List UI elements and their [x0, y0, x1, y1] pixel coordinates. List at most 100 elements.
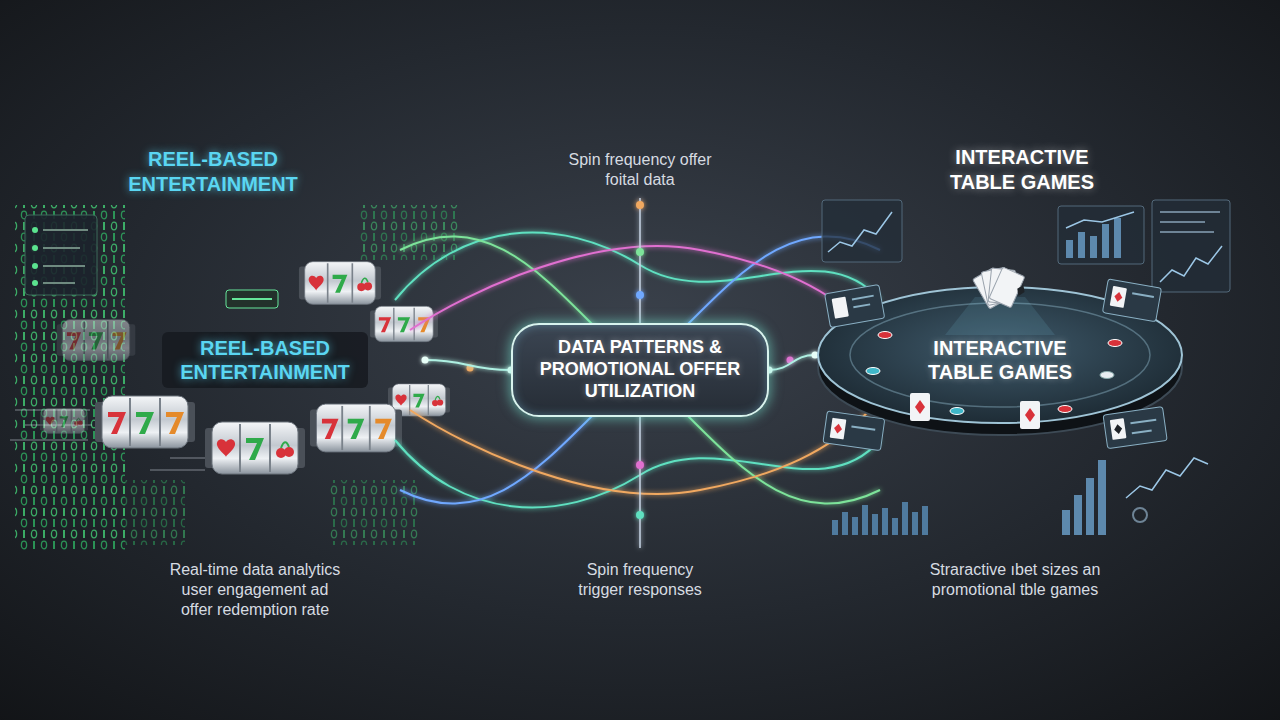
table-shape [833, 423, 842, 434]
chart-panel [1102, 224, 1109, 258]
table-shape [852, 296, 874, 300]
table-shape [866, 368, 880, 375]
table-shape [1110, 286, 1127, 308]
ui-panel [43, 282, 75, 284]
bar-chart [902, 502, 908, 535]
binary-stream [15, 205, 460, 550]
motion-streak [150, 469, 205, 471]
signal-line [636, 291, 644, 299]
table-shape [1113, 424, 1122, 435]
signal-line [636, 201, 644, 209]
table-shape [851, 426, 875, 429]
chart-panel [1160, 246, 1222, 282]
bar-chart [1074, 495, 1082, 535]
signal-line [636, 461, 644, 469]
table-shape [1103, 407, 1167, 449]
chart-panel [1078, 232, 1085, 258]
table-shape [825, 285, 885, 328]
table-shape [915, 400, 925, 414]
chart-panel [1160, 231, 1214, 233]
ui-panel [32, 263, 38, 269]
ui-panel [32, 280, 38, 286]
table-shape [910, 393, 930, 421]
chart-panel [1066, 212, 1134, 228]
node-text: DATA PATTERNS & PROMOTIONAL OFFER UTILIZ… [529, 337, 751, 403]
bar-chart [1126, 458, 1208, 498]
bar-chart [832, 458, 1208, 535]
chart-panel [1066, 240, 1073, 258]
bar-chart [912, 512, 918, 535]
ui-panel [25, 215, 97, 295]
bar-chart [842, 512, 848, 535]
table-shape [1020, 401, 1040, 429]
slot-reel [299, 262, 381, 305]
table-shape [1103, 407, 1167, 449]
binary-stream [15, 205, 125, 550]
caption: Spin frequency trigger responses [565, 560, 715, 600]
ui-panel [43, 265, 85, 267]
table-shape [815, 275, 1185, 445]
table-shape [823, 411, 885, 451]
ui-panel [32, 227, 38, 233]
table-shape [832, 297, 849, 319]
bar-chart [1086, 478, 1094, 535]
section-heading: REEL-BASED ENTERTAINMENT [103, 147, 323, 197]
chart-panel [1090, 236, 1097, 258]
chart-panel [1058, 206, 1144, 264]
table-shape [1102, 279, 1161, 322]
data-wave [395, 233, 880, 508]
binary-stream [125, 480, 185, 545]
table-shape [1132, 430, 1152, 433]
table-shape [830, 418, 847, 440]
table-shape [1102, 279, 1161, 322]
bar-chart [892, 518, 898, 535]
data-wave [395, 440, 880, 507]
caption: Real-time data analytics user engagement… [165, 560, 345, 620]
chart-panel [822, 200, 902, 262]
table-shape [1015, 283, 1027, 297]
chart-panel [822, 200, 1230, 292]
connector [769, 355, 815, 370]
ui-panel [43, 229, 88, 231]
illustration-group: REEL-BASED ENTERTAINMENT [105, 285, 425, 435]
table-shape [878, 332, 892, 339]
caption: Straractive ıbet sizes an promotional tb… [905, 560, 1125, 600]
connector-dot [422, 357, 429, 364]
table-node: INTERACTIVE TABLE GAMES [815, 275, 1185, 445]
table-shape [973, 267, 1027, 309]
bar-chart [882, 508, 888, 535]
control-gadget [232, 298, 272, 300]
ui-panel [43, 247, 80, 249]
table-shape [1132, 293, 1154, 297]
table-shape [950, 408, 964, 415]
bar-chart [852, 517, 858, 535]
table-shape [1110, 418, 1127, 440]
bar-chart [862, 505, 868, 535]
signal-line [636, 511, 644, 519]
table-shape [1114, 291, 1124, 302]
group-title: REEL-BASED ENTERTAINMENT [162, 332, 368, 389]
table-shape [825, 285, 885, 328]
slot-reel [40, 262, 450, 474]
chart-panel [1160, 211, 1220, 213]
bar-chart [1098, 460, 1106, 535]
table-shape [1058, 406, 1072, 413]
table-shape [1130, 420, 1156, 424]
signal-line [467, 198, 794, 548]
chart-panel [1152, 200, 1230, 292]
signal-line [636, 248, 644, 256]
ui-panel [25, 215, 97, 295]
control-gadget [226, 290, 278, 308]
slot-reel [57, 320, 136, 361]
node-text: INTERACTIVE TABLE GAMES [915, 336, 1085, 385]
section-heading: INTERACTIVE TABLE GAMES [937, 145, 1107, 195]
table-shape [823, 411, 885, 451]
motion-streak [10, 439, 88, 441]
slot-reel [205, 422, 305, 474]
table-shape [853, 304, 870, 307]
bar-chart [872, 514, 878, 535]
chart-panel [828, 212, 892, 252]
table-shape [1025, 408, 1035, 422]
data-wave [395, 233, 880, 300]
